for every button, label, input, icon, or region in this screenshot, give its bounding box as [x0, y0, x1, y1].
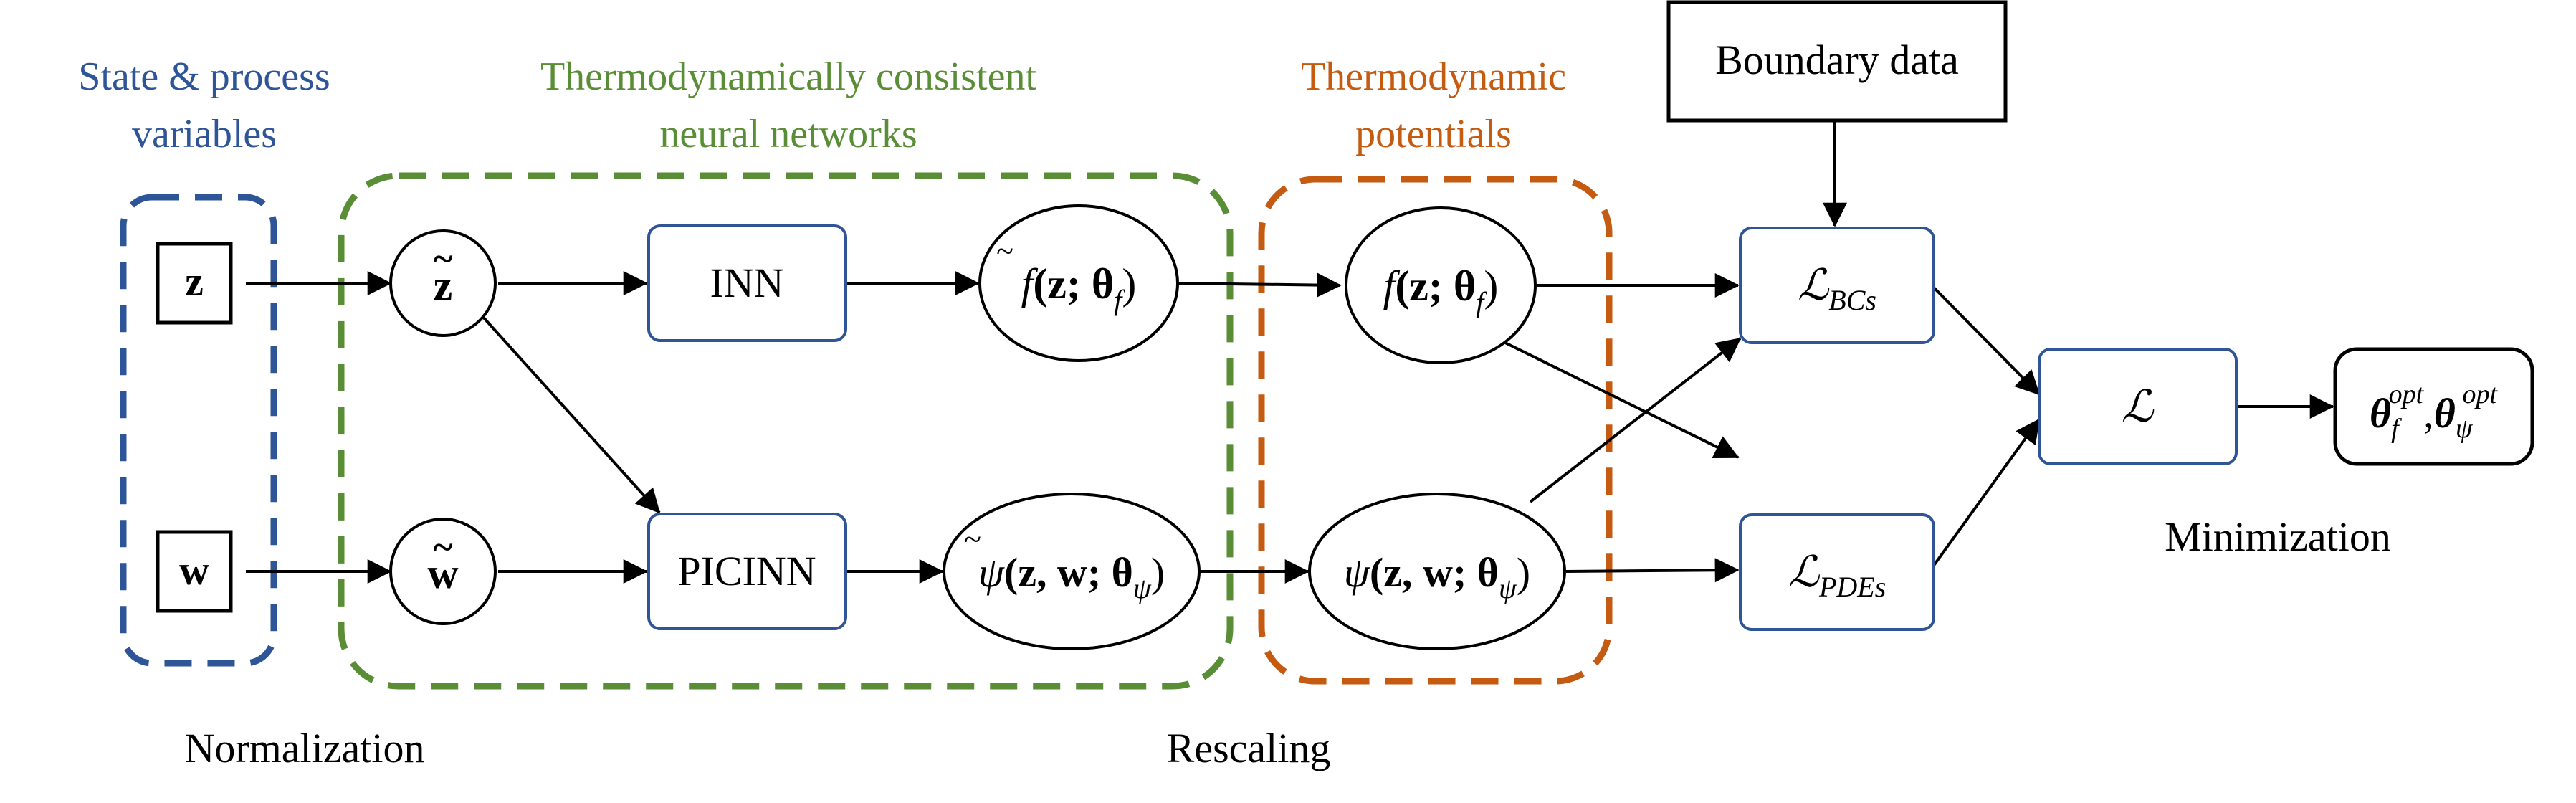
f-tilde-mark: ~	[996, 234, 1013, 269]
inn-label: INN	[710, 260, 783, 306]
arrow-lbcs-to-l	[1932, 285, 2041, 396]
picinn-box	[647, 513, 847, 630]
w-input-box	[156, 530, 233, 613]
psi-tilde-mark: ~	[964, 522, 981, 557]
potentials-group-title-1: Thermodynamic	[1301, 54, 1566, 99]
arrow-f-to-lpdes	[1504, 341, 1740, 459]
w-normalized-label: w	[427, 550, 459, 597]
tcnn-group-title-1: Thermodynamically consistent	[540, 54, 1036, 99]
state-group-frame	[120, 194, 277, 667]
boundary-data-label: Boundary data	[1715, 37, 1959, 83]
z-normalized-node	[389, 229, 497, 337]
picinn-label: PICINN	[677, 548, 816, 594]
state-group-title-1: State & process	[78, 54, 330, 99]
f-tilde-node	[978, 204, 1179, 362]
normalization-caption: Normalization	[184, 725, 424, 771]
f-tilde-expression: f(z; θf)	[1021, 260, 1137, 316]
loss-bcs-box	[1739, 227, 1935, 344]
minimization-caption: Minimization	[2165, 513, 2391, 560]
optimal-params-box	[2333, 347, 2534, 466]
f-potential-node	[1345, 206, 1537, 364]
z-input-box	[156, 242, 233, 325]
arrow-psi-to-lpdes	[1565, 558, 1740, 583]
loss-pdes-label: ℒPDEs	[1788, 548, 1886, 603]
psi-tilde-node	[943, 493, 1201, 650]
connectors	[246, 122, 2334, 584]
arrow-psi-to-lbcs	[1529, 337, 1742, 503]
tcnn-group-title-2: neural networks	[659, 112, 917, 156]
inn-box	[647, 224, 847, 342]
f-potential-expression: f(z; θf)	[1383, 262, 1499, 318]
w-normalized-node	[389, 518, 497, 625]
total-loss-box	[2038, 348, 2238, 465]
psi-tilde-expression: ψ(z, w; θψ)	[978, 549, 1165, 604]
z-input-label: z	[185, 258, 204, 305]
arrow-ztilde-to-picinn	[480, 314, 661, 514]
boundary-data-box	[1666, 0, 2008, 123]
z-normalized-label: z	[434, 262, 453, 309]
tcnn-group-frame	[338, 172, 1234, 690]
loss-bcs-label: ℒBCs	[1798, 262, 1876, 316]
state-group-title-2: variables	[132, 112, 277, 156]
w-input-label: w	[179, 547, 209, 594]
rescaling-caption: Rescaling	[1167, 725, 1331, 771]
w-tilde-mark: ~	[433, 527, 452, 568]
potentials-group-frame	[1258, 176, 1613, 685]
potentials-group-title-2: potentials	[1355, 112, 1512, 156]
loss-pdes-box	[1739, 513, 1935, 631]
arrow-lpdes-to-l	[1932, 418, 2041, 568]
z-tilde-mark: ~	[433, 239, 452, 280]
arrow-ftilde-to-f	[1175, 272, 1342, 298]
psi-potential-expression: ψ(z, w; θψ)	[1344, 549, 1530, 604]
total-loss-label: ℒ	[2122, 383, 2155, 432]
psi-potential-node	[1308, 493, 1566, 650]
